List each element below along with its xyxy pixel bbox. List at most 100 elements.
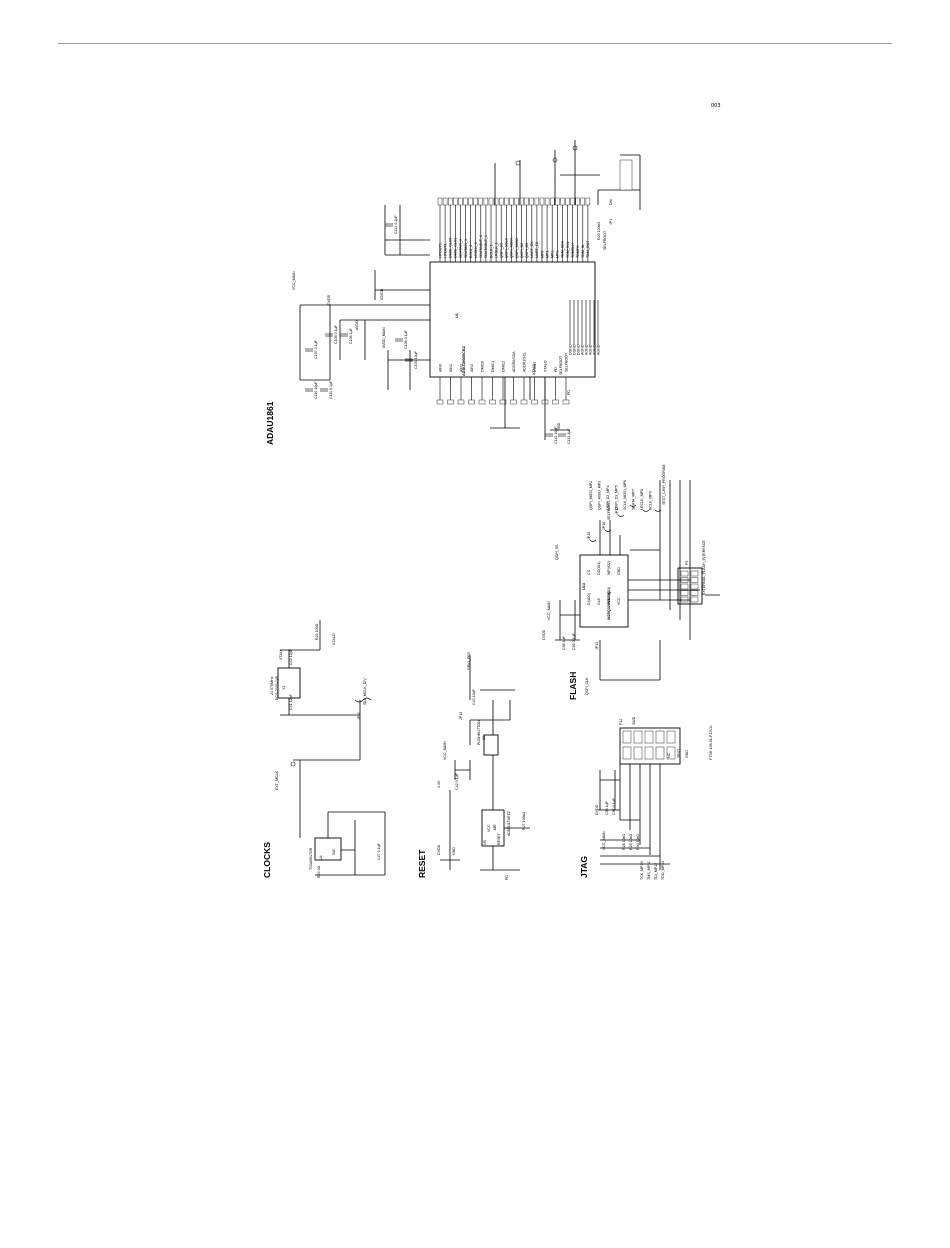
adau-rail-avdd-main: AVDD_MAIN: [382, 327, 386, 348]
adau-right-pin-label: QSPI_SS: [500, 242, 504, 258]
jtag-header-pin: [655, 730, 665, 744]
reset-part-label: VCC_MAIN: [443, 741, 447, 760]
clocks-part-label: C47 0.1µF: [377, 842, 381, 860]
flash-net-label: SDATA_MP7: [632, 489, 636, 510]
clocks-part-label: C41 12pF: [289, 693, 293, 710]
clocks-crystal: [277, 667, 301, 699]
flash-header-pin: [690, 596, 699, 603]
section-title-reset: RESET: [417, 849, 427, 878]
adau-right-pin-pad: [437, 197, 443, 206]
pushbutton-s1: [619, 159, 633, 191]
clocks-part-label: SW: [332, 849, 336, 855]
capacitor-label: C107 0.1µF: [314, 339, 318, 359]
adau-right-pin-label: TDMCLK: [571, 243, 575, 258]
clocks-part-label: Y1: [282, 686, 286, 690]
adau-power-rail-e: [387, 350, 430, 390]
flash-chip-pin-label: DI(IO0): [587, 593, 591, 605]
reset-part-label: R27 100kΩ: [522, 812, 526, 830]
clocks-part-label: JP11: [357, 712, 361, 720]
adau-top-jumper-wires: [494, 140, 641, 210]
adau-right-pin-pad: [458, 197, 463, 206]
adau-left-pin-pad: [552, 399, 559, 405]
adau-gnd-pin-label: DGND: [568, 344, 572, 355]
adau-left-pin-label: ADDR0/SDA: [512, 351, 516, 372]
clocks-part-label: 24.576MHz: [270, 676, 274, 695]
flash-header-pin: [680, 583, 689, 590]
flash-chip-body: [579, 554, 629, 628]
adau-right-pin-pad: [509, 197, 514, 206]
adau-chip-ref: U1: [455, 313, 459, 318]
flash-header-pin: [690, 570, 699, 577]
clocks-jumper-11: [354, 697, 372, 703]
jtag-header-pin: [622, 730, 632, 744]
jtag-part-label: TRST: [677, 748, 681, 758]
jtag-header-pin: [633, 746, 643, 760]
adau-right-pin-label: MP3: [556, 251, 560, 258]
flash-header-pin: [680, 570, 689, 577]
flash-chip-pin-label: GND: [617, 567, 621, 575]
adau-power-rail-a: [299, 304, 430, 381]
adau-right-pin-pad: [550, 197, 555, 206]
adau-left-pin-label: XTALI: [533, 362, 537, 372]
flash-header-pin: [690, 590, 699, 596]
jumper-jp-a: [515, 160, 521, 166]
adau-left-pin-pad: [457, 399, 465, 405]
adau-gnd-pin-label: DGND: [576, 344, 580, 355]
adau-right-pin-label: BCLK_1: [489, 245, 493, 258]
flash-chip-ref: U13: [582, 583, 586, 590]
section-title-clocks: CLOCKS: [262, 842, 272, 878]
jtag-part-label: VCC_MAIN: [602, 831, 606, 850]
reset-part-label: VCC: [487, 824, 491, 832]
adau-right-pin-label: LRCLK_1: [494, 242, 498, 258]
adau-right-pin-label: QSPI_SCLK: [505, 237, 509, 258]
adau-right-pin-label: TDMFS: [576, 245, 580, 258]
flash-header-pin: [690, 583, 699, 590]
flash-part-label: JP17: [615, 507, 619, 515]
reset-part-label: GPIO_PB3: [467, 652, 471, 670]
adau-part-label: TBD: [557, 422, 561, 430]
adau-right-pin-label: TDM_OUT: [586, 240, 590, 258]
adau-right-pin-label: SDATAOUT_1: [484, 235, 488, 258]
adau-gnd-pin-label: DGND: [572, 344, 576, 355]
jtag-header-pin: [644, 746, 654, 760]
adau-part-label: JP1: [609, 219, 613, 225]
adau-right-pin-pad: [499, 197, 504, 206]
jtag-part-label: R28 10kΩ: [622, 834, 626, 850]
capacitor-label: C108 0.1µF: [404, 329, 408, 349]
reset-pushbutton: [483, 734, 499, 756]
adau-right-pin-pad: [473, 197, 478, 206]
adau-rail-pd: PD: [567, 390, 571, 395]
jtag-header-pin: [666, 746, 676, 760]
section-title-jtag: JTAG: [579, 856, 589, 878]
reset-part-label: S2: [482, 736, 486, 740]
section-title-flash: FLASH: [568, 672, 578, 700]
flash-chip-pin-label: VCC: [617, 597, 621, 605]
adau-right-pin-label: BCLK_0: [469, 245, 473, 258]
adau-right-pin-pad: [483, 197, 489, 206]
jtag-header-pin: [655, 746, 665, 760]
adau-right-pin-pad: [560, 197, 565, 206]
adau-chip-body: [429, 261, 596, 378]
adau-right-pin-pad: [585, 197, 591, 206]
adau-left-pin-pad: [478, 399, 486, 405]
jtag-part-label: C56 1µF: [605, 800, 609, 815]
adau-right-pin-label: UART_RX: [530, 241, 534, 258]
flash-chip-pin-label: HOLD(IO3): [607, 587, 611, 605]
adau-right-pin-pad: [478, 197, 483, 206]
section-title-adau: ADAU1861: [265, 401, 275, 445]
reset-part-label: C42 0.1µF: [455, 772, 459, 790]
adau-right-pin-label: QSPI_D3: [525, 243, 529, 258]
jumper-jp-c: [572, 145, 578, 151]
adau-right-pin-pad: [488, 197, 494, 206]
adau-gnd-pin-label: AGND: [596, 344, 600, 355]
reset-part-label: PD: [505, 875, 509, 880]
adau-right-pin-label: LRCLK_0: [474, 242, 478, 258]
capacitor-label: C113 1µF: [567, 428, 571, 444]
adau-right-pin-pad: [544, 197, 550, 206]
adau-right-pin-pad: [504, 197, 509, 206]
